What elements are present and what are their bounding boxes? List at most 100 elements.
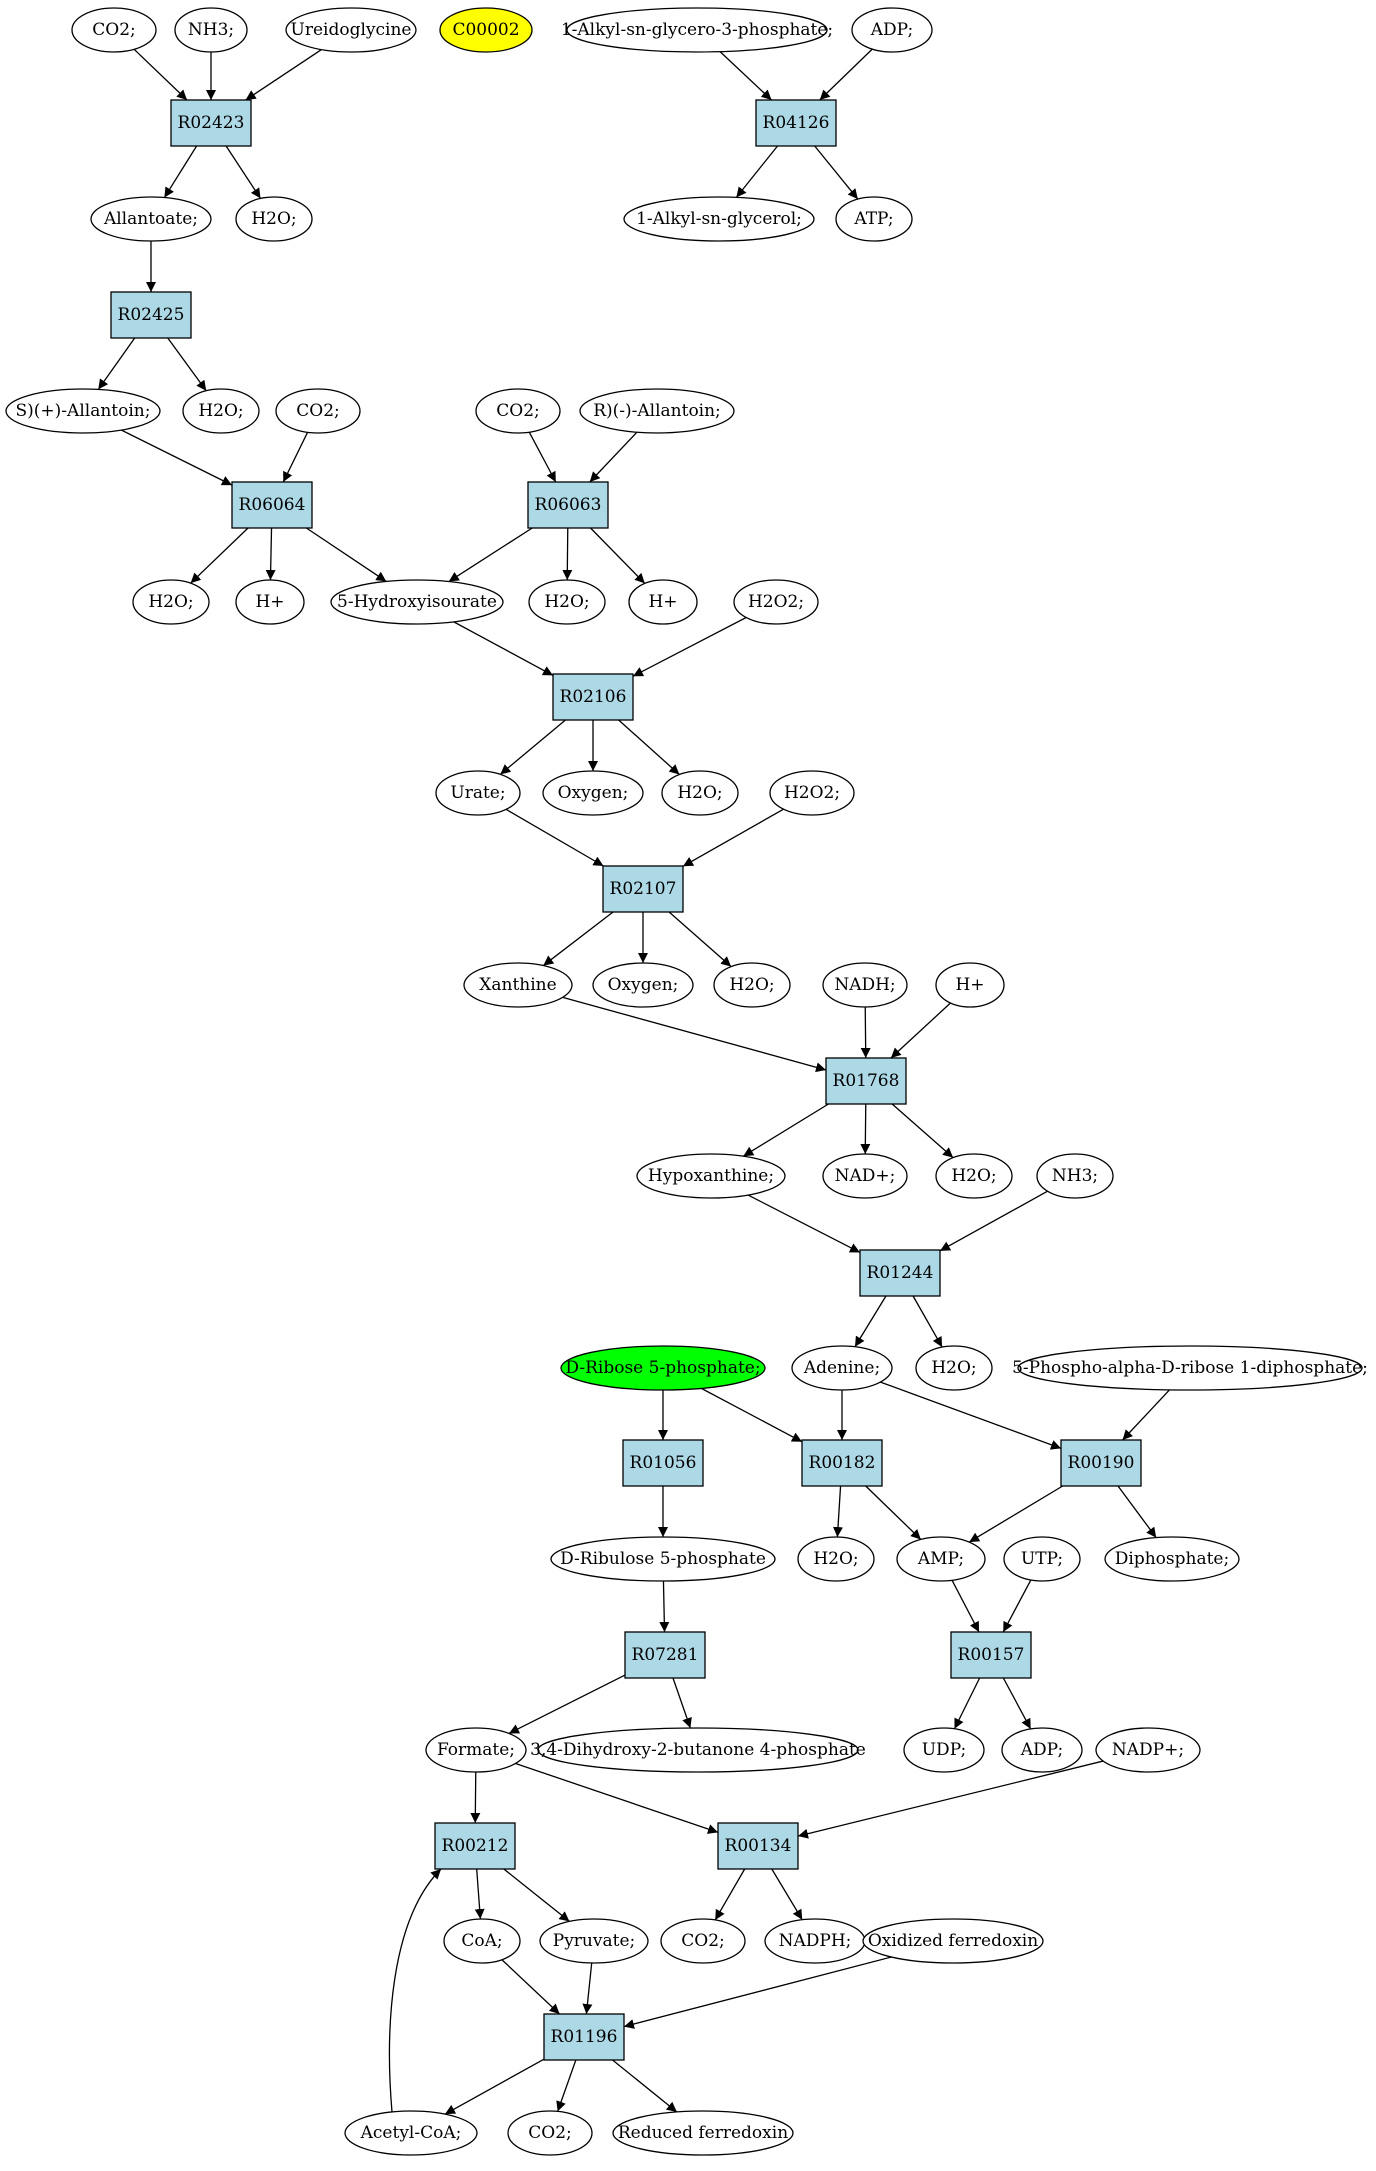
- compound-ellipse: [592, 962, 694, 1008]
- compound-ellipse: [623, 196, 815, 242]
- compound-node-allantoate: Allantoate;: [90, 196, 212, 242]
- node-label: D-Ribulose 5-phosphate: [560, 1549, 766, 1569]
- reaction-node-r02106: R02106: [552, 673, 634, 721]
- reaction-node-r01244: R01244: [859, 1249, 941, 1297]
- compound-ellipse: [935, 1153, 1013, 1199]
- compound-node-diphosphate: Diphosphate;: [1104, 1536, 1240, 1582]
- reaction-node-r00157: R00157: [950, 1631, 1032, 1679]
- reaction-node-r02423: R02423: [170, 99, 252, 147]
- compound-node-d-ribose-5-phosphate: D-Ribose 5-phosphate;: [560, 1345, 766, 1391]
- reaction-node-r02425: R02425: [110, 291, 192, 339]
- edge-r02425-to-s-allantoin: [97, 337, 136, 390]
- compound-node-acetyl-coa: Acetyl-CoA;: [344, 2110, 478, 2156]
- node-label: CO2;: [92, 20, 136, 40]
- edge-s-allantoin-to-r06064: [121, 429, 233, 486]
- compound-ellipse: [1036, 1153, 1114, 1199]
- node-label: R01056: [630, 1453, 697, 1473]
- edge-hypoxanthine-to-r01244: [747, 1194, 861, 1254]
- compound-node-h2o: H2O;: [713, 962, 791, 1008]
- compound-node-atp: ATP;: [835, 196, 913, 242]
- edge-r06064-to-5-hydroxyisourate: [306, 527, 387, 582]
- node-label: R06063: [535, 495, 602, 515]
- edge-r00190-to-diphosphate: [1117, 1485, 1157, 1539]
- edge-r02107-to-h2o: [668, 911, 732, 968]
- node-label: UDP;: [922, 1740, 967, 1760]
- node-label: H2O;: [251, 209, 296, 229]
- edge-nadh-to-r01768: [860, 1006, 871, 1059]
- edge-r01196-to-co2: [556, 2059, 577, 2112]
- node-label: NADPH;: [779, 1931, 852, 1951]
- compound-ellipse: [550, 1536, 776, 1582]
- edge-r01768-to-hypoxanthine: [742, 1103, 829, 1157]
- compound-ellipse: [791, 1345, 893, 1391]
- node-label: Allantoate;: [103, 209, 198, 229]
- node-label: 3,4-Dihydroxy-2-butanone 4-phosphate: [530, 1740, 866, 1760]
- compound-node-h2o2: H2O2;: [769, 770, 855, 816]
- compound-node-nadp: NADP+;: [1095, 1727, 1201, 1773]
- reaction-box: [717, 1822, 799, 1870]
- compound-ellipse: [579, 388, 735, 434]
- compound-node-xanthine: Xanthine: [463, 962, 573, 1008]
- compound-ellipse: [507, 2110, 593, 2156]
- edge-5-phospho-alpha-d-ribose-1-diphosphate-to-r00190: [1122, 1389, 1171, 1441]
- node-label: NADH;: [834, 975, 895, 995]
- edge-r04126-to-atp: [814, 145, 859, 200]
- compound-node-oxygen: Oxygen;: [542, 770, 644, 816]
- compound-node-nh3: NH3;: [174, 7, 248, 53]
- compound-ellipse: [71, 7, 157, 53]
- edge-co2-to-r06063: [528, 431, 557, 483]
- compound-node-co2: CO2;: [507, 2110, 593, 2156]
- compound-ellipse: [475, 388, 561, 434]
- node-label: H2O;: [544, 592, 589, 612]
- node-label: Formate;: [437, 1740, 515, 1760]
- compound-node-amp: AMP;: [896, 1536, 986, 1582]
- edge-r07281-to-formate: [508, 1674, 626, 1735]
- compound-ellipse: [935, 962, 1005, 1008]
- compound-node-h: H+: [628, 579, 698, 625]
- compound-ellipse: [528, 579, 606, 625]
- reaction-box: [110, 291, 192, 339]
- edge-co2-to-r02423: [133, 48, 188, 101]
- node-label: R02423: [178, 113, 245, 133]
- compound-node-co2: CO2;: [71, 7, 157, 53]
- compound-node-nadh: NADH;: [822, 962, 908, 1008]
- edge-h2o2-to-r02106: [632, 616, 747, 677]
- node-label: Ureidoglycine: [291, 20, 412, 40]
- edge-d-ribose-5-phosphate-to-r00182: [701, 1387, 803, 1443]
- node-label: R04126: [763, 113, 830, 133]
- node-label: R00212: [442, 1836, 509, 1856]
- compound-ellipse: [661, 770, 739, 816]
- edge-coa-to-r01196: [501, 1959, 561, 2015]
- node-label: H2O;: [813, 1549, 858, 1569]
- edge-h--to-r01768: [890, 1002, 951, 1059]
- compound-ellipse: [862, 1918, 1044, 1964]
- compound-ellipse: [174, 7, 248, 53]
- compound-ellipse: [566, 7, 828, 53]
- compound-ellipse: [835, 196, 913, 242]
- edge-r06063-to-h2o: [562, 527, 573, 581]
- reaction-node-r00134: R00134: [717, 1822, 799, 1870]
- node-label: H2O;: [931, 1358, 976, 1378]
- compound-node-5-phospho-alpha-d-ribose-1-diphosphate: 5-Phospho-alpha-D-ribose 1-diphosphate;: [1012, 1345, 1368, 1391]
- edge-1-alkyl-sn-glycero-3-phosphate-to-r04126: [719, 51, 772, 101]
- node-label: CO2;: [681, 1931, 725, 1951]
- node-label: NADP+;: [1112, 1740, 1184, 1760]
- compound-ellipse: [822, 962, 908, 1008]
- edge-r07281-to-3-4-dihydroxy-2-butanone-4-phosphate: [672, 1677, 692, 1729]
- node-label: Oxygen;: [558, 783, 629, 803]
- node-label: Acetyl-CoA;: [360, 2123, 462, 2143]
- edge-ureidoglycine-to-r02423: [245, 49, 322, 101]
- node-label: R02107: [610, 879, 677, 899]
- compound-node-formate: Formate;: [425, 1727, 527, 1773]
- reaction-box: [859, 1249, 941, 1297]
- edge-r00134-to-nadph: [771, 1868, 803, 1921]
- edge-r06064-to-h-: [265, 527, 276, 581]
- compound-ellipse: [1001, 1727, 1083, 1773]
- reaction-node-r07281: R07281: [624, 1631, 706, 1679]
- reaction-box: [755, 99, 837, 147]
- edge-r02106-to-urate: [499, 719, 566, 775]
- compound-node-h: H+: [235, 579, 305, 625]
- compound-node-co2: CO2;: [475, 388, 561, 434]
- reaction-box: [1060, 1439, 1142, 1487]
- node-label: CO2;: [296, 401, 340, 421]
